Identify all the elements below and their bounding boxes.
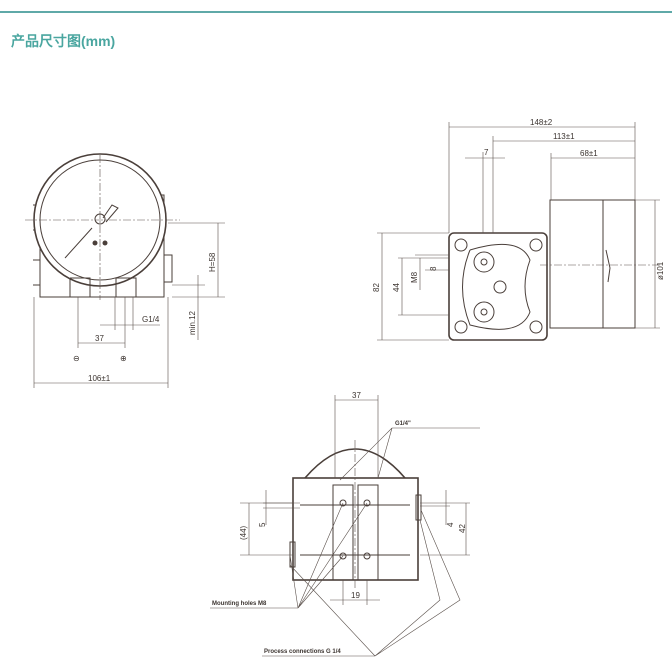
plus-port-symbol: ⊕ (120, 354, 127, 363)
bottom-hole-spacing-dim: 19 (351, 591, 360, 600)
bottom-port-spacing-dim: 37 (352, 391, 361, 400)
bottom-spacing-42-dim: 42 (458, 524, 467, 533)
bottom-port-thread-label: G1/4" (395, 421, 411, 427)
front-view: 106±1 37 ⊖ ⊕ G1/4 H=58 min.12 (25, 153, 225, 388)
bottom-offset-4-dim: 4 (446, 522, 455, 527)
process-connections-label: Process connections G 1/4 (264, 649, 341, 655)
bottom-view: 37 G1/4" 5 (44) 4 42 19 Mounting holes M… (210, 391, 480, 657)
front-port-thread-dim: G1/4 (142, 315, 160, 324)
side-thread-depth-dim: 8 (429, 266, 438, 271)
page-title: 产品尺寸图(mm) (11, 33, 116, 49)
side-gauge-diameter-dim: ø101 (656, 261, 665, 280)
side-view: 148±2 113±1 68±1 7 ø101 82 44 M8 8 (372, 118, 665, 341)
side-overall-length-dim: 148±2 (530, 118, 553, 127)
front-width-dim: 106±1 (88, 374, 111, 383)
front-port-spacing-dim: 37 (95, 334, 104, 343)
side-height-dim: 82 (372, 283, 381, 292)
header-divider (0, 11, 672, 13)
front-height-dim: H=58 (208, 252, 217, 272)
bottom-offset-5-dim: 5 (258, 522, 267, 527)
bottom-spacing-44-dim: (44) (239, 525, 248, 540)
side-offset-dim: 7 (484, 148, 489, 157)
mounting-holes-label: Mounting holes M8 (212, 601, 267, 607)
side-thread-dim: M8 (410, 271, 419, 283)
side-length-113-dim: 113±1 (553, 132, 575, 141)
side-gauge-depth-dim: 68±1 (580, 149, 598, 158)
minus-port-symbol: ⊖ (73, 354, 80, 363)
side-hole-spacing-dim: 44 (392, 283, 401, 292)
front-min-clearance-dim: min.12 (188, 310, 197, 335)
